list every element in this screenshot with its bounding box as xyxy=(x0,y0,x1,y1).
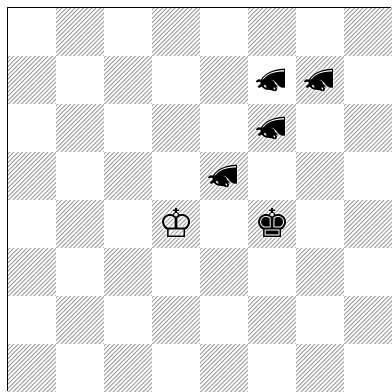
black-knight-g7[interactable]: ♞ xyxy=(300,62,340,98)
square-h7[interactable] xyxy=(344,56,392,104)
square-e1[interactable] xyxy=(200,344,248,392)
square-b7[interactable] xyxy=(56,56,104,104)
square-g5[interactable] xyxy=(296,152,344,200)
square-e3[interactable] xyxy=(200,248,248,296)
square-h5[interactable] xyxy=(344,152,392,200)
square-h3[interactable] xyxy=(344,248,392,296)
square-h4[interactable] xyxy=(344,200,392,248)
square-b8[interactable] xyxy=(56,8,104,56)
square-a1[interactable] xyxy=(8,344,56,392)
square-f7[interactable]: ♞ xyxy=(248,56,296,104)
square-f2[interactable] xyxy=(248,296,296,344)
black-knight-f7[interactable]: ♞ xyxy=(252,62,292,98)
square-g3[interactable] xyxy=(296,248,344,296)
square-f4[interactable]: ♚ xyxy=(248,200,296,248)
square-d6[interactable] xyxy=(152,104,200,152)
square-h6[interactable] xyxy=(344,104,392,152)
square-h1[interactable] xyxy=(344,344,392,392)
square-b1[interactable] xyxy=(56,344,104,392)
black-knight-f6[interactable]: ♞ xyxy=(252,110,292,146)
square-a5[interactable] xyxy=(8,152,56,200)
black-knight-e5[interactable]: ♞ xyxy=(204,158,244,194)
square-f6[interactable]: ♞ xyxy=(248,104,296,152)
square-g1[interactable] xyxy=(296,344,344,392)
square-a4[interactable] xyxy=(8,200,56,248)
black-king-f4[interactable]: ♚ xyxy=(254,204,290,244)
square-a3[interactable] xyxy=(8,248,56,296)
square-f8[interactable] xyxy=(248,8,296,56)
square-e8[interactable] xyxy=(200,8,248,56)
square-a8[interactable] xyxy=(8,8,56,56)
chess-board: ♞♞♞♞♔♚ xyxy=(7,7,391,391)
white-king-d4[interactable]: ♔ xyxy=(158,204,194,244)
square-d8[interactable] xyxy=(152,8,200,56)
square-b3[interactable] xyxy=(56,248,104,296)
square-b4[interactable] xyxy=(56,200,104,248)
square-d3[interactable] xyxy=(152,248,200,296)
square-c2[interactable] xyxy=(104,296,152,344)
square-g4[interactable] xyxy=(296,200,344,248)
square-d4[interactable]: ♔ xyxy=(152,200,200,248)
square-e7[interactable] xyxy=(200,56,248,104)
square-g8[interactable] xyxy=(296,8,344,56)
square-c8[interactable] xyxy=(104,8,152,56)
square-c6[interactable] xyxy=(104,104,152,152)
square-e2[interactable] xyxy=(200,296,248,344)
square-c5[interactable] xyxy=(104,152,152,200)
square-a6[interactable] xyxy=(8,104,56,152)
square-f5[interactable] xyxy=(248,152,296,200)
square-e5[interactable]: ♞ xyxy=(200,152,248,200)
square-h2[interactable] xyxy=(344,296,392,344)
square-g6[interactable] xyxy=(296,104,344,152)
square-g7[interactable]: ♞ xyxy=(296,56,344,104)
square-c4[interactable] xyxy=(104,200,152,248)
square-d2[interactable] xyxy=(152,296,200,344)
square-h8[interactable] xyxy=(344,8,392,56)
square-g2[interactable] xyxy=(296,296,344,344)
square-c7[interactable] xyxy=(104,56,152,104)
square-f1[interactable] xyxy=(248,344,296,392)
square-c1[interactable] xyxy=(104,344,152,392)
square-c3[interactable] xyxy=(104,248,152,296)
square-b2[interactable] xyxy=(56,296,104,344)
square-b6[interactable] xyxy=(56,104,104,152)
square-a2[interactable] xyxy=(8,296,56,344)
square-e4[interactable] xyxy=(200,200,248,248)
square-d1[interactable] xyxy=(152,344,200,392)
square-d5[interactable] xyxy=(152,152,200,200)
square-a7[interactable] xyxy=(8,56,56,104)
square-d7[interactable] xyxy=(152,56,200,104)
square-b5[interactable] xyxy=(56,152,104,200)
square-f3[interactable] xyxy=(248,248,296,296)
square-e6[interactable] xyxy=(200,104,248,152)
